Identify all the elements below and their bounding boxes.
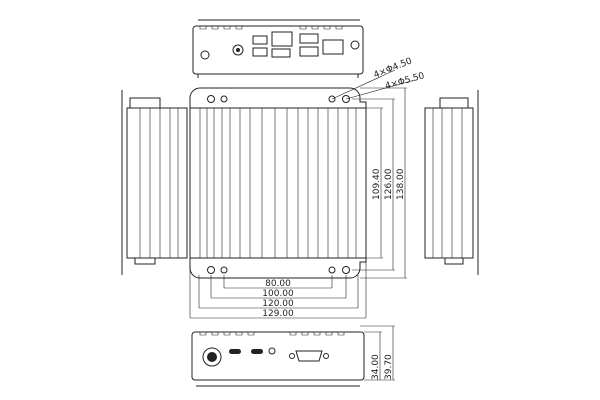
dim-34: 34.00 <box>371 354 381 380</box>
dim-100: 100.00 <box>262 289 294 299</box>
hdmi-port-icon <box>299 46 319 57</box>
dim-138: 138.00 <box>396 168 406 200</box>
top-view <box>189 87 367 279</box>
rear-panel-view <box>192 19 364 78</box>
hdmi-port-icon <box>299 33 319 44</box>
usb-c-port-icon <box>229 349 241 354</box>
dim-129: 129.00 <box>262 309 294 319</box>
left-side-view <box>121 90 188 275</box>
dim-80: 80.00 <box>265 279 291 289</box>
power-button-icon <box>202 347 222 367</box>
front-panel-view <box>191 331 365 387</box>
usb-port-icon <box>252 47 268 57</box>
antenna-connector-icon <box>200 50 210 60</box>
dim-39-70: 39.70 <box>384 354 394 380</box>
usb-port-icon <box>271 48 291 58</box>
dim-120: 120.00 <box>262 299 294 309</box>
dim-126: 126.00 <box>384 168 394 200</box>
dim-109-40: 109.40 <box>372 168 382 200</box>
power-jack-icon <box>232 44 244 56</box>
right-side-view <box>424 90 479 275</box>
serial-port-icon <box>295 350 323 362</box>
usb-port-icon <box>252 35 268 45</box>
usb-c-port-icon <box>251 349 263 354</box>
dimension-lines <box>189 69 416 381</box>
ethernet-port-icon <box>322 39 344 55</box>
ethernet-port-icon <box>271 31 293 47</box>
